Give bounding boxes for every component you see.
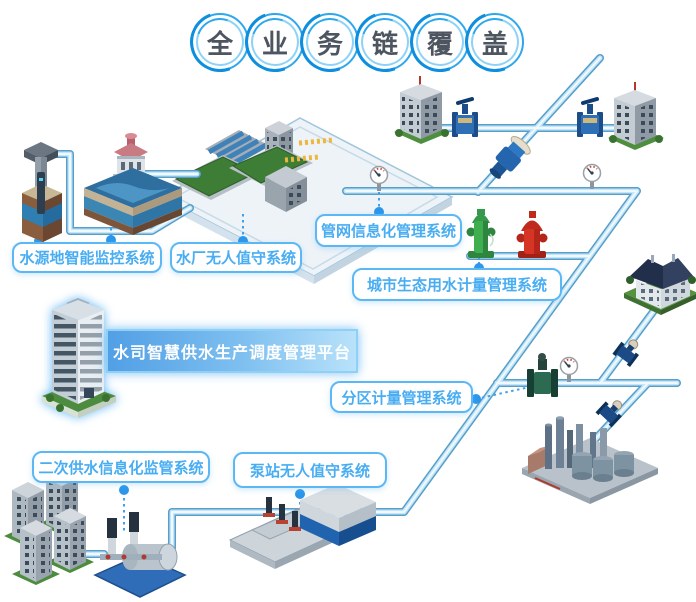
school-building-icon	[624, 254, 696, 315]
label-text: 水厂无人值守系统	[175, 249, 296, 267]
label-pipe-network: 管网信息化管理系统	[315, 214, 462, 247]
badge-1: 全	[191, 13, 249, 71]
well-icon	[22, 142, 62, 242]
label-text: 城市生态用水计量管理系统	[366, 276, 547, 294]
banner-text: 水司智慧供水生产调度管理平台	[112, 343, 351, 362]
apartment-buildings-icon	[4, 470, 94, 585]
badge-3: 务	[301, 13, 359, 71]
badge-6: 盖	[466, 13, 524, 71]
water-meter-valve-icon	[452, 97, 478, 137]
red-hydrant-icon	[516, 211, 548, 258]
label-eco-metering: 城市生态用水计量管理系统	[352, 268, 562, 301]
industrial-plant-icon	[522, 416, 658, 504]
platform-banner: 水司智慧供水生产调度管理平台	[106, 329, 358, 373]
water-meter-valve-icon	[577, 97, 603, 137]
office-building-icon	[394, 76, 450, 144]
badge-char: 链	[371, 29, 398, 60]
pressure-gauge-icon	[582, 163, 602, 190]
booster-pump-icon	[93, 512, 187, 598]
electromagnetic-flowmeter-icon	[489, 135, 531, 179]
valve-icon	[595, 400, 623, 428]
label-water-source: 水源地智能监控系统	[12, 242, 162, 273]
flowmeter-icon	[527, 353, 558, 397]
pressure-gauge-icon	[559, 356, 579, 383]
label-text: 水源地智能监控系统	[19, 249, 155, 267]
label-water-plant: 水厂无人值守系统	[170, 242, 302, 273]
badge-2: 业	[246, 13, 304, 71]
badge-char: 业	[261, 29, 288, 60]
label-district-metering: 分区计量管理系统	[330, 381, 473, 413]
badge-char: 覆	[426, 29, 453, 60]
pump-station-icon	[228, 484, 376, 569]
reservoir-icon	[84, 133, 182, 235]
badge-char: 盖	[481, 29, 508, 60]
office-building-icon	[608, 82, 664, 150]
label-text: 泵站无人值守系统	[249, 461, 370, 480]
label-pump-station: 泵站无人值守系统	[233, 452, 387, 488]
label-text: 管网信息化管理系统	[320, 222, 456, 240]
green-hydrant-icon	[466, 209, 496, 258]
badge-char: 全	[206, 29, 233, 60]
valve-icon	[612, 339, 639, 368]
label-text: 二次供水信息化监管系统	[38, 458, 204, 477]
headquarters-building-icon	[42, 298, 116, 418]
label-text: 分区计量管理系统	[341, 388, 462, 407]
badge-4: 链	[356, 13, 414, 71]
label-secondary-supply: 二次供水信息化监管系统	[32, 451, 210, 483]
badge-char: 务	[316, 29, 343, 60]
badge-5: 覆	[411, 13, 469, 71]
